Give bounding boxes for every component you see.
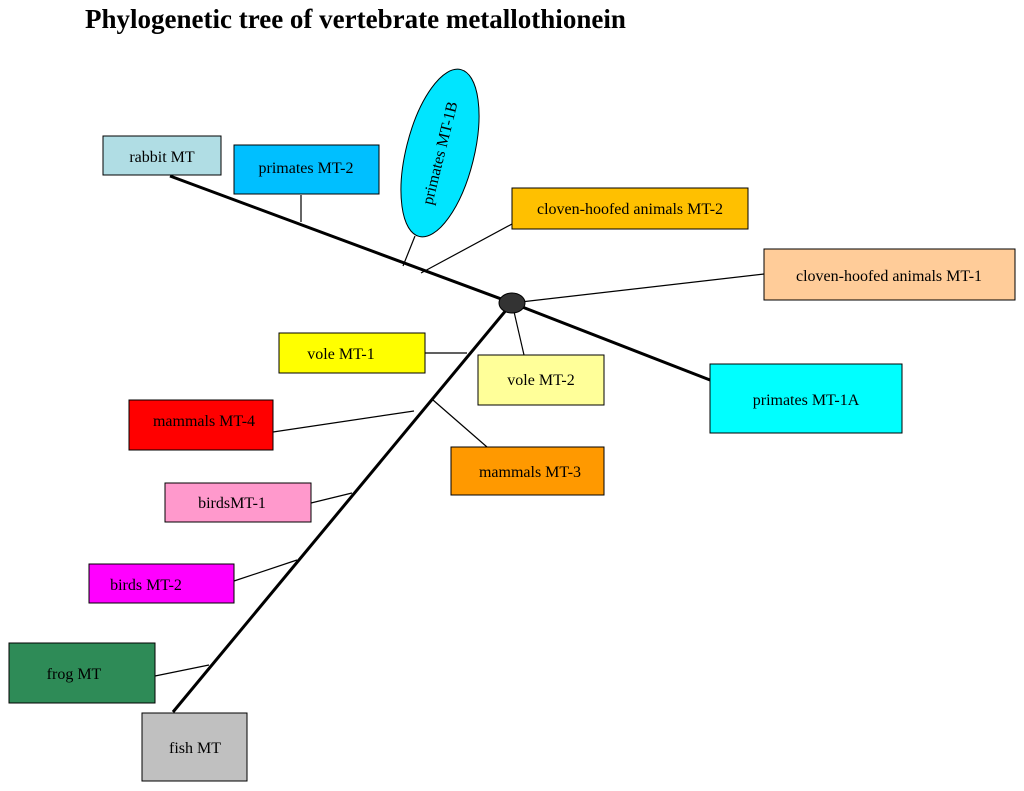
branch-birds-mt1: [310, 492, 353, 504]
branch-mammals-mt3: [432, 399, 488, 448]
svg-text:birdsMT-1: birdsMT-1: [198, 495, 266, 512]
root-node: [498, 292, 526, 314]
svg-text:fish MT: fish MT: [169, 740, 221, 757]
svg-text:vole MT-2: vole MT-2: [507, 372, 574, 389]
svg-text:mammals MT-4: mammals MT-4: [153, 413, 255, 430]
node-birds-mt2: birds MT-2: [88, 563, 235, 604]
node-mammals-mt4: mammals MT-4: [128, 399, 274, 451]
svg-text:primates MT-1A: primates MT-1A: [753, 392, 860, 409]
node-vole-mt1: vole MT-1: [278, 332, 426, 374]
svg-text:frog MT: frog MT: [47, 666, 102, 683]
node-primates-mt2: primates MT-2: [233, 144, 380, 195]
branch-root-fish: [171, 302, 514, 713]
branch-cloven-mt2: [420, 223, 513, 274]
node-cloven-mt1: cloven-hoofed animals MT-1: [763, 248, 1016, 301]
branch-rabbit-root: [169, 174, 513, 305]
diagram-title: Phylogenetic tree of vertebrate metallot…: [85, 4, 626, 34]
branch-cloven-mt1: [511, 273, 765, 304]
node-vole-mt2: vole MT-2: [477, 354, 605, 406]
branch-root-primates-mt1a: [511, 301, 711, 382]
node-fish-mt: fish MT: [141, 712, 248, 782]
node-frog-mt: frog MT: [8, 642, 156, 704]
node-primates-mt1b: primates MT-1B: [400, 68, 480, 238]
svg-text:rabbit MT: rabbit MT: [129, 149, 195, 166]
node-birds-mt1: birdsMT-1: [164, 482, 312, 523]
svg-text:cloven-hoofed animals MT-2: cloven-hoofed animals MT-2: [537, 201, 723, 218]
branch-birds-mt2: [233, 559, 298, 582]
svg-text:vole MT-1: vole MT-1: [307, 346, 374, 363]
node-mammals-mt3: mammals MT-3: [450, 446, 605, 496]
branch-mammals-mt4: [272, 410, 415, 433]
branch-primates-mt1b: [402, 235, 416, 267]
node-primates-mt1a: primates MT-1A: [709, 363, 903, 434]
node-cloven-mt2: cloven-hoofed animals MT-2: [511, 187, 749, 230]
node-rabbit-mt: rabbit MT: [102, 135, 222, 176]
svg-text:mammals MT-3: mammals MT-3: [479, 464, 581, 481]
branch-frog: [154, 664, 210, 677]
svg-text:cloven-hoofed animals MT-1: cloven-hoofed animals MT-1: [796, 268, 982, 285]
svg-text:birds MT-2: birds MT-2: [110, 577, 182, 594]
svg-text:primates MT-2: primates MT-2: [259, 160, 354, 177]
